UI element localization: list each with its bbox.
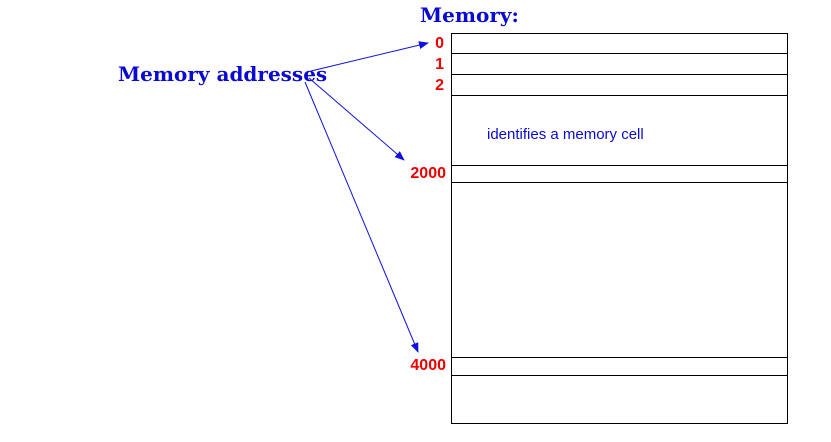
arrow-to-address-4000 xyxy=(304,81,419,353)
memory-addresses-label: Memory addresses xyxy=(118,62,328,86)
address-label-4000: 4000 xyxy=(410,357,446,374)
memory-title: Memory: xyxy=(420,3,519,27)
cell-annotation: identifies a memory cell xyxy=(487,126,644,143)
arrow-to-address-0 xyxy=(310,41,429,72)
memory-block xyxy=(451,33,788,424)
address-label-2: 2 xyxy=(435,77,444,94)
arrow-to-address-2000 xyxy=(308,77,405,161)
address-label-0: 0 xyxy=(435,35,444,52)
address-label-1: 1 xyxy=(435,56,444,73)
address-label-2000: 2000 xyxy=(410,165,446,182)
memory-outline xyxy=(451,33,788,424)
address-arrows xyxy=(304,41,429,353)
